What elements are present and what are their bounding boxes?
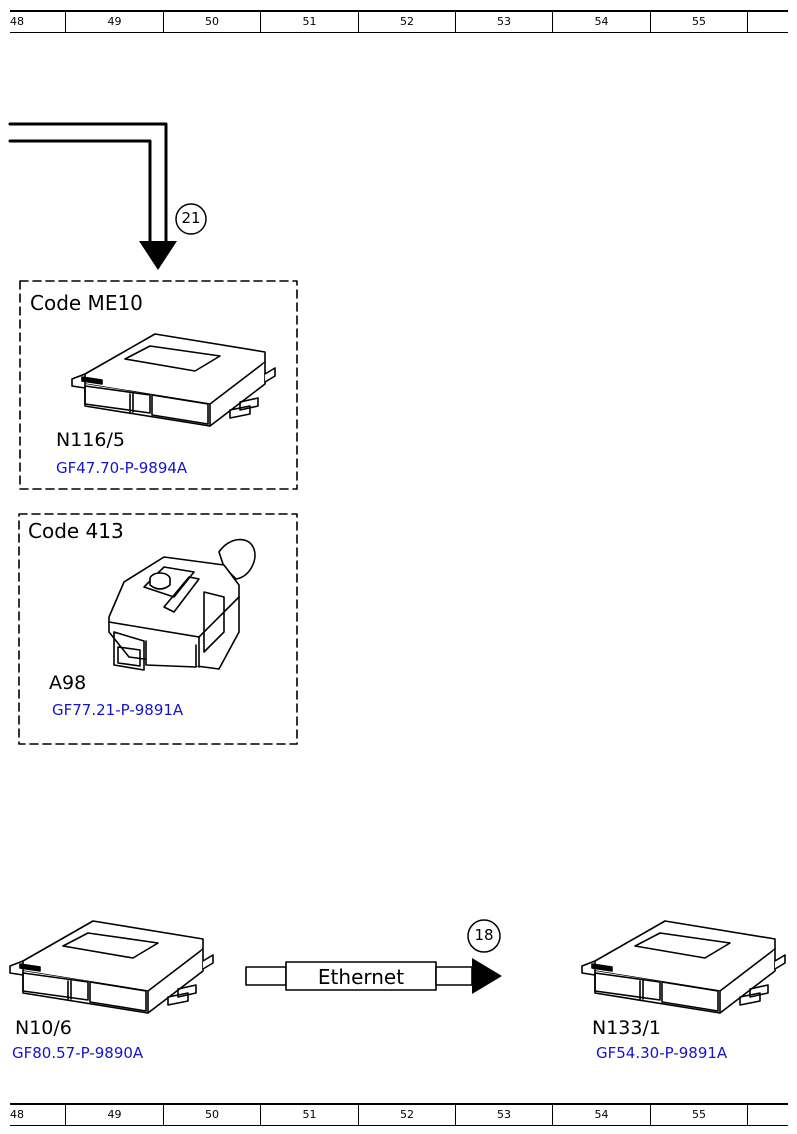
ruler-cell: 50	[163, 12, 260, 32]
ref-link-a98[interactable]: GF77.21-P-9891A	[52, 701, 184, 719]
connector-circle-18[interactable]	[467, 919, 501, 953]
ruler-cell: 49	[65, 12, 163, 32]
control-unit-n133-icon	[581, 920, 786, 1014]
ruler-cell: 53	[455, 1105, 552, 1125]
component-n10-6: N10/6	[15, 1017, 72, 1039]
ruler-cell	[747, 12, 788, 32]
arrow-down-icon	[139, 241, 177, 270]
control-unit-icon	[71, 333, 276, 427]
connector-number-18: 18	[474, 926, 494, 944]
bus-line-top	[8, 122, 168, 244]
control-unit-n10-icon	[9, 920, 214, 1014]
arrow-right-icon	[472, 958, 502, 994]
ruler-cell	[747, 1105, 788, 1125]
ref-link-n133-1[interactable]: GF54.30-P-9891A	[596, 1044, 728, 1062]
option-box-me10	[19, 280, 298, 490]
ruler-bottom: 48 49 50 51 52 53 54 55	[10, 1103, 788, 1126]
ruler-cell: 51	[260, 1105, 358, 1125]
ruler-cell: 54	[552, 12, 650, 32]
ruler-cell: 55	[650, 1105, 747, 1125]
component-a98: A98	[49, 672, 87, 694]
component-n116-5: N116/5	[56, 429, 125, 451]
option-box-413	[18, 513, 298, 745]
ruler-cell: 52	[358, 1105, 455, 1125]
connector-circle-21[interactable]	[175, 203, 207, 235]
ruler-top: 48 49 50 51 52 53 54 55	[10, 10, 788, 33]
ethernet-label: Ethernet	[317, 965, 405, 989]
module-a98-icon	[108, 538, 256, 671]
ethernet-line	[245, 961, 473, 991]
ruler-cell: 48	[10, 1108, 24, 1121]
ruler-cell: 50	[163, 1105, 260, 1125]
option-code-413: Code 413	[28, 519, 124, 543]
ruler-cell: 49	[65, 1105, 163, 1125]
connector-number-21: 21	[181, 209, 201, 227]
ref-link-n10-6[interactable]: GF80.57-P-9890A	[12, 1044, 144, 1062]
ruler-cell: 55	[650, 12, 747, 32]
ruler-cell: 53	[455, 12, 552, 32]
ruler-cell: 54	[552, 1105, 650, 1125]
ruler-cell: 52	[358, 12, 455, 32]
ruler-cell: 48	[10, 15, 24, 28]
component-n133-1: N133/1	[592, 1017, 661, 1039]
ref-link-n116-5[interactable]: GF47.70-P-9894A	[56, 459, 188, 477]
ruler-cell: 51	[260, 12, 358, 32]
option-code-me10: Code ME10	[30, 291, 143, 315]
